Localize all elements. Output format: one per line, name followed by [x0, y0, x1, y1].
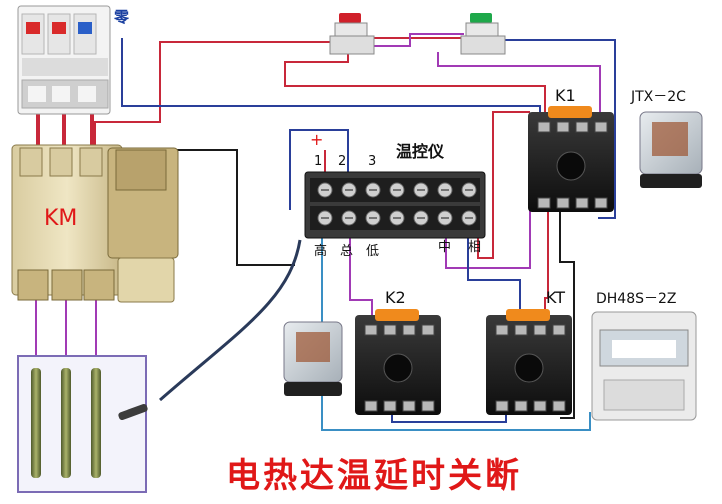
wires: [35, 33, 616, 431]
heater-icon: [17, 355, 147, 493]
socket-screw: [533, 400, 547, 412]
relay-model-label: JTX－2C: [631, 89, 686, 105]
socket-screw: [495, 400, 509, 412]
socket-screw: [364, 324, 378, 336]
socket-screw: [594, 121, 608, 133]
socket-screw: [402, 324, 416, 336]
contactor-icon: [11, 144, 179, 303]
low-label: 低: [366, 244, 380, 259]
socket-screw: [514, 324, 528, 336]
wire-red-k1: [284, 52, 546, 112]
plug-relay-icon: [283, 111, 703, 396]
terminal-3-label: 3: [368, 154, 377, 169]
wire-red-stop: [94, 41, 335, 150]
socket-screw: [552, 400, 566, 412]
socket-screw: [594, 197, 608, 209]
k1-label: K1: [555, 86, 576, 105]
socket-screw: [552, 324, 566, 336]
socket-screw: [514, 400, 528, 412]
breaker-icon: [17, 5, 111, 115]
wire-magenta-start: [437, 52, 601, 118]
socket-screw: [421, 324, 435, 336]
socket-screw: [556, 121, 570, 133]
contactor-label: KM: [44, 206, 78, 231]
terminal-2-label: 2: [338, 154, 347, 169]
wire-red-thermo-k1: [477, 111, 530, 259]
wire-blue-k2kt: [391, 410, 507, 423]
plus-label: +: [310, 130, 324, 149]
diagram-title: 电热达温延时关断: [226, 456, 522, 496]
wire-magenta-k2: [349, 226, 373, 318]
relay-socket-icon: [355, 106, 614, 415]
socket-screw: [575, 121, 589, 133]
phase-label: 相: [468, 240, 482, 255]
socket-screws: [364, 121, 608, 412]
total-label: 总: [340, 244, 354, 259]
socket-screw: [383, 400, 397, 412]
terminal-screws: [317, 182, 477, 226]
thermostat-terminals: [304, 171, 486, 239]
timer-model-label: DH48S－2Z: [596, 291, 677, 307]
socket-screw: [537, 197, 551, 209]
socket-screw: [364, 400, 378, 412]
k2-label: K2: [385, 288, 406, 307]
wire-red-kt: [544, 208, 549, 318]
socket-screw: [383, 324, 397, 336]
wire-black-aux: [170, 149, 295, 266]
wire-magenta-mid: [445, 208, 531, 269]
wire-blue-start: [500, 39, 616, 219]
socket-screw: [556, 197, 570, 209]
thermostat-label: 温控仪: [396, 142, 445, 161]
wire-black-k1kt: [559, 206, 575, 419]
socket-screw: [402, 400, 416, 412]
high-label: 高: [314, 244, 328, 259]
wire-magenta-stop: [372, 33, 464, 47]
neutral-label: 零: [114, 8, 130, 26]
terminal-1-label: 1: [314, 154, 323, 169]
socket-screw: [495, 324, 509, 336]
stop-button-icon: [329, 13, 375, 55]
kt-label: KT: [546, 288, 566, 307]
wire-blue-thermo: [289, 129, 349, 210]
wire-blue-kt: [467, 226, 521, 318]
socket-screw: [537, 121, 551, 133]
socket-screw: [533, 324, 547, 336]
timer-icon: [591, 311, 697, 421]
probe-icon: [118, 239, 302, 421]
socket-screw: [575, 197, 589, 209]
start-button-icon: [460, 13, 506, 55]
socket-screw: [421, 400, 435, 412]
mid-label: 中: [438, 240, 452, 255]
